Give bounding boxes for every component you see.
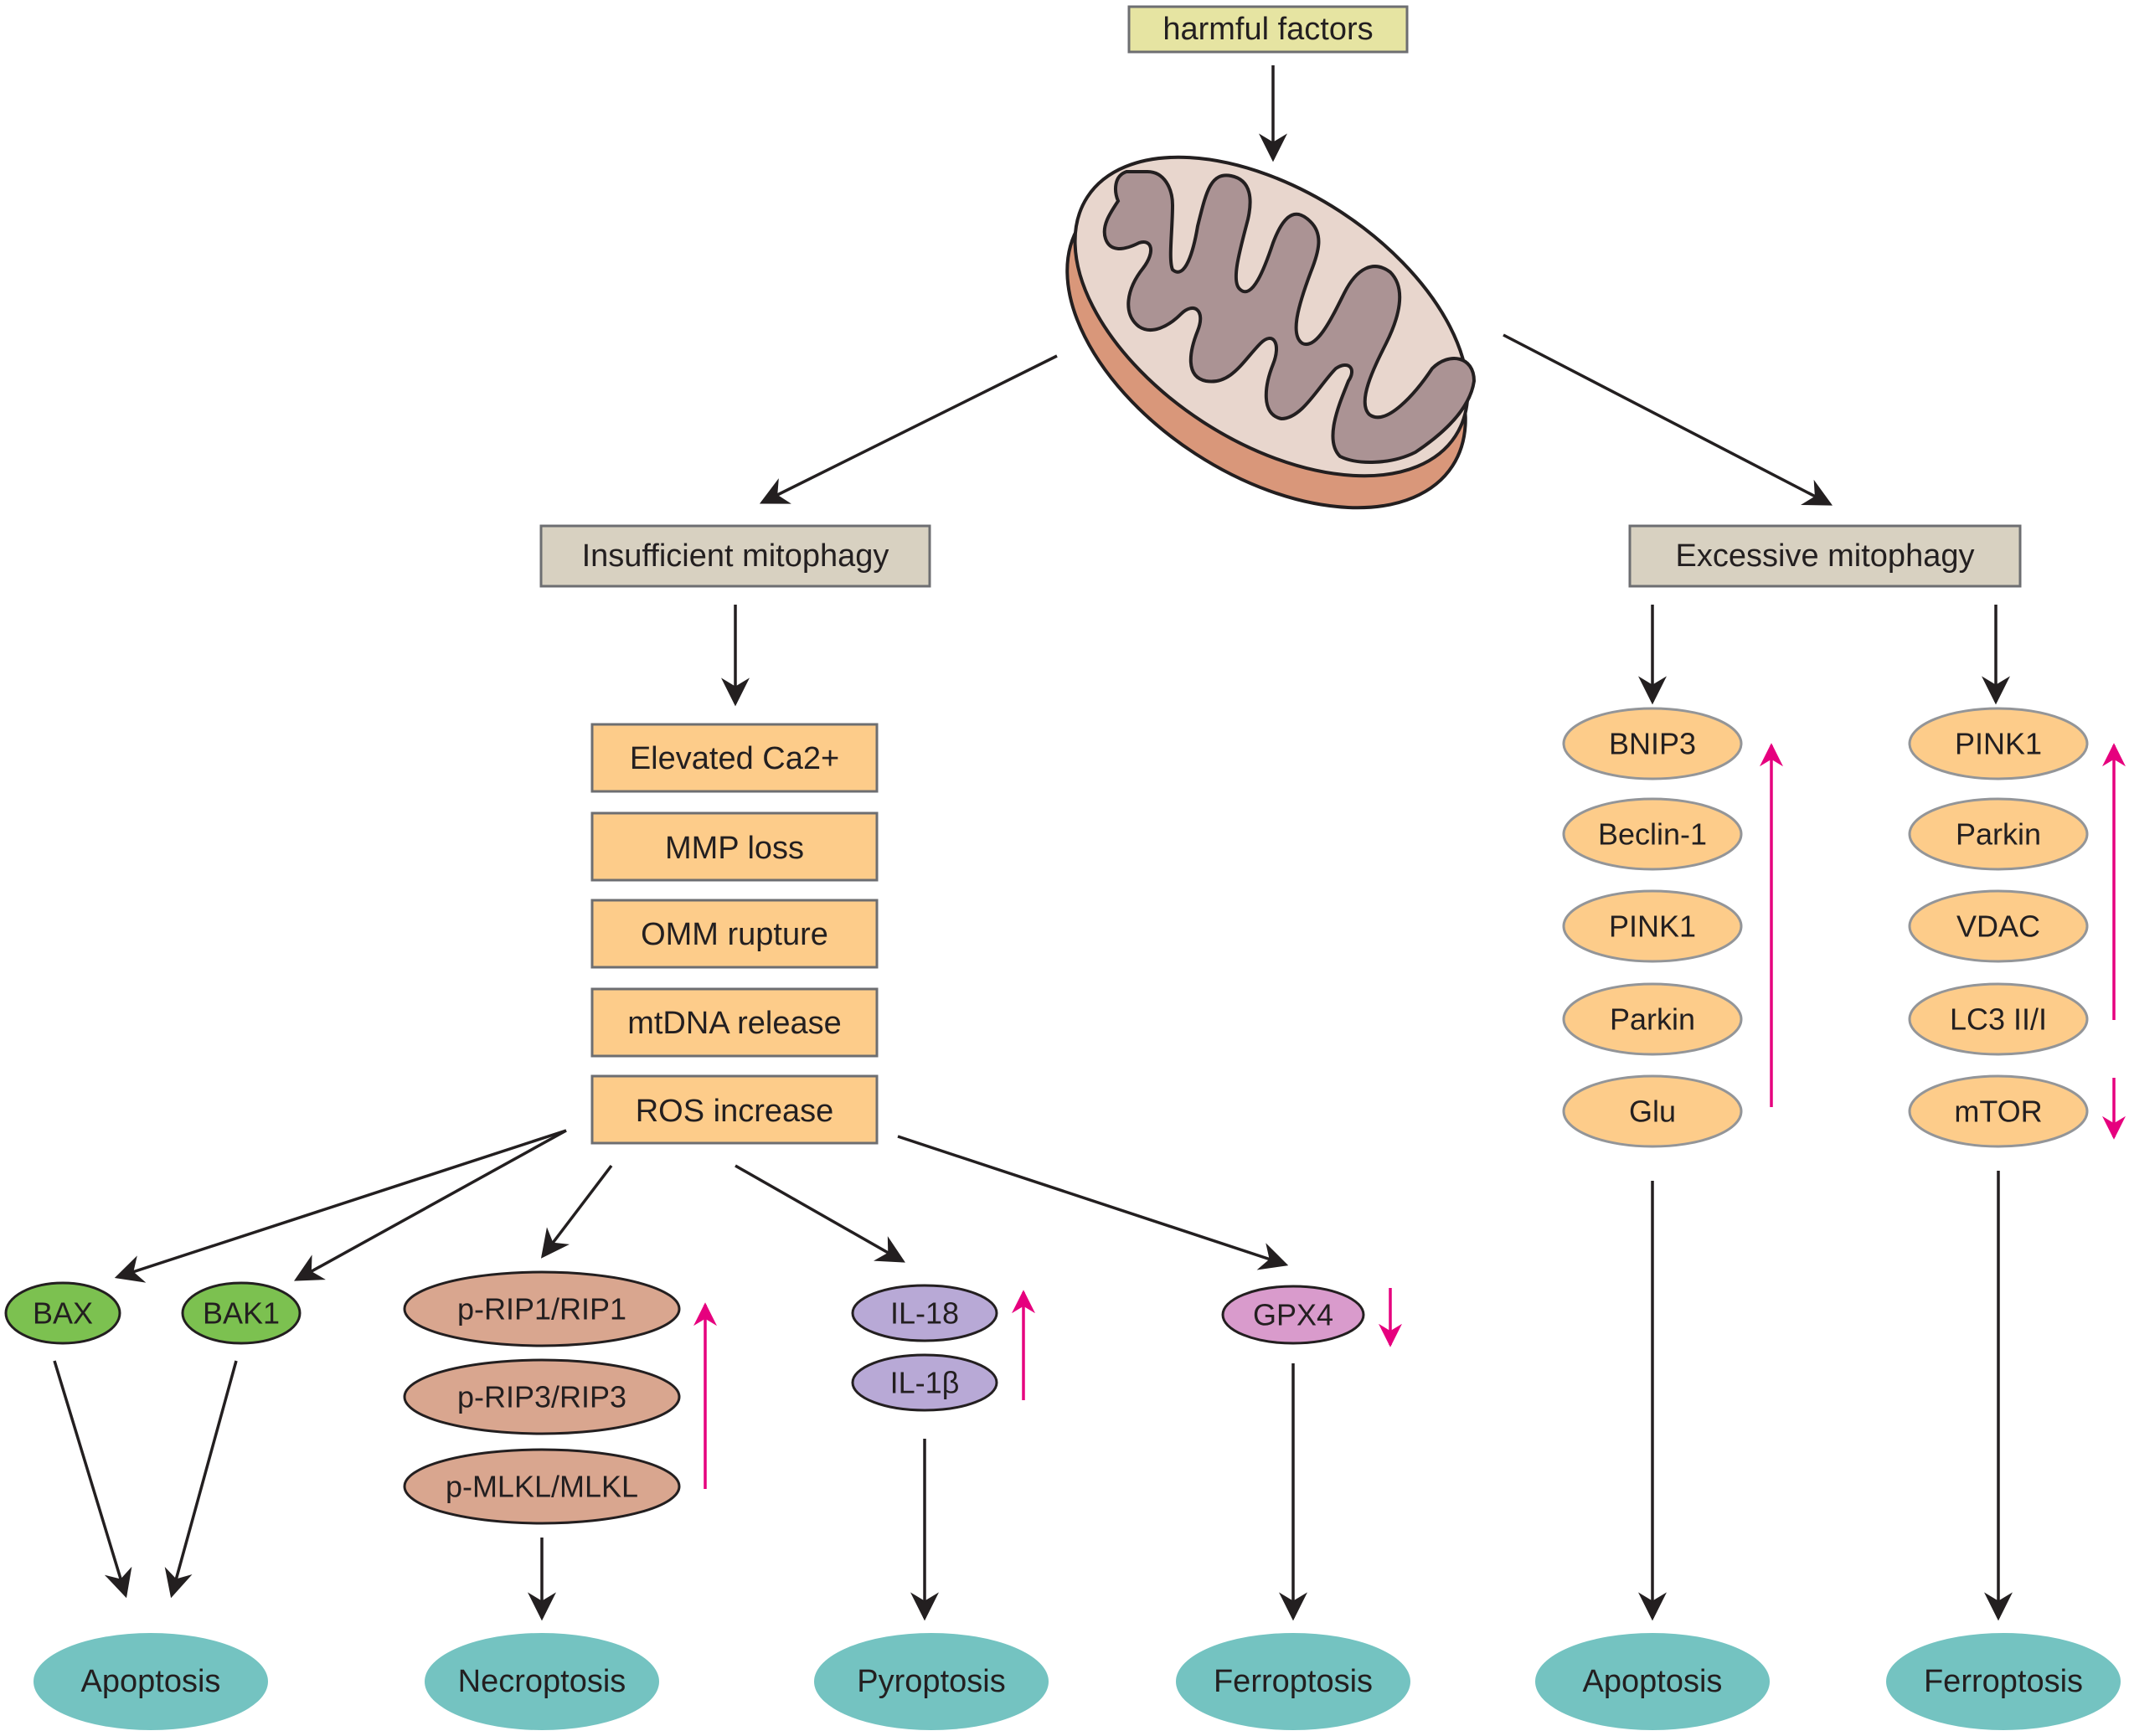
event-ros-increase: ROS increase [590,1074,879,1145]
outcome-necroptosis: Necroptosis [425,1633,659,1730]
il-1b-label: IL-1β [890,1366,960,1400]
p-mlkl-label: p-MLKL/MLKL [446,1470,638,1504]
event-label: MMP loss [665,831,804,866]
arrow-ros-to-bax [114,1129,567,1283]
parkin-right-label: Parkin [1956,817,2041,852]
outcome-label: Ferroptosis [1924,1664,2083,1699]
bnip3-label: BNIP3 [1609,727,1696,761]
arrow-mito-to-insufficient [759,354,1058,504]
event-omm-rupture: OMM rupture [590,899,879,969]
parkin-right-node: Parkin [1908,797,2089,871]
excessive-mitophagy-node: Excessive mitophagy [1628,524,2022,588]
pink1-right-label: PINK1 [1955,727,2042,761]
pink1-right-node: PINK1 [1908,707,2089,780]
gpx4-label: GPX4 [1253,1298,1333,1332]
arrow-ros-to-gpx4 [897,1135,1289,1270]
p-rip1-label: p-RIP1/RIP1 [457,1292,626,1326]
il-18-node: IL-18 [851,1284,998,1342]
harmful-factors-label: harmful factors [1162,12,1373,47]
event-label: OMM rupture [641,917,828,952]
event-label: Elevated Ca2+ [630,741,839,776]
pink1-left-node: PINK1 [1562,889,1743,963]
insufficient-mitophagy-label: Insufficient mitophagy [582,538,889,574]
outcome-label: Pyroptosis [857,1664,1005,1699]
event-mmp-loss: MMP loss [590,811,879,882]
mtor-node: mTOR [1908,1074,2089,1148]
pink1-left-label: PINK1 [1609,909,1696,944]
il-18-label: IL-18 [890,1296,959,1331]
beclin-1-node: Beclin-1 [1562,797,1743,871]
insufficient-mitophagy-node: Insufficient mitophagy [539,524,931,588]
il-1b-node: IL-1β [851,1353,998,1412]
bak1-node: BAK1 [181,1281,302,1345]
vdac-node: VDAC [1908,889,2089,963]
outcome-label: Necroptosis [458,1664,626,1699]
lc3-label: LC3 II/I [1950,1002,2047,1037]
arrow-ros-to-necroptosis-markers [540,1164,613,1259]
outcome-pyroptosis: Pyroptosis [814,1633,1049,1730]
event-elevated-ca: Elevated Ca2+ [590,723,879,793]
parkin-left-node: Parkin [1562,982,1743,1056]
outcome-apoptosis-left: Apoptosis [34,1633,268,1730]
p-rip3-label: p-RIP3/RIP3 [457,1380,626,1414]
p-rip1-node: p-RIP1/RIP1 [403,1270,681,1347]
event-label: ROS increase [636,1094,834,1129]
glu-node: Glu [1562,1074,1743,1148]
outcome-ferroptosis-middle: Ferroptosis [1176,1633,1410,1730]
arrow-ros-to-il [735,1164,905,1263]
excessive-mitophagy-label: Excessive mitophagy [1676,538,1975,574]
outcome-apoptosis-right: Apoptosis [1535,1633,1770,1730]
event-label: mtDNA release [627,1006,842,1041]
arrow-bak1-to-apoptosis [164,1360,238,1599]
glu-label: Glu [1629,1095,1676,1129]
bak1-label: BAK1 [203,1296,280,1331]
arrow-ros-to-bak1 [294,1129,567,1281]
arrow-mito-to-excessive [1503,333,1833,506]
harmful-factors-node: harmful factors [1127,5,1409,54]
bax-node: BAX [4,1281,121,1345]
arrow-bax-to-apoptosis [53,1360,132,1599]
lc3-node: LC3 II/I [1908,982,2089,1056]
mitochondrion-illustration [1065,155,1477,510]
outcome-label: Apoptosis [81,1664,221,1699]
parkin-left-label: Parkin [1610,1002,1695,1037]
bnip3-node: BNIP3 [1562,707,1743,780]
outcome-ferroptosis-right: Ferroptosis [1886,1633,2121,1730]
event-mtdna-release: mtDNA release [590,987,879,1058]
beclin-1-label: Beclin-1 [1598,817,1707,852]
p-rip3-node: p-RIP3/RIP3 [403,1358,681,1435]
bax-label: BAX [33,1296,93,1331]
p-mlkl-node: p-MLKL/MLKL [403,1448,681,1525]
vdac-label: VDAC [1956,909,2040,944]
mtor-label: mTOR [1954,1095,2042,1129]
outcome-label: Apoptosis [1583,1664,1723,1699]
gpx4-node: GPX4 [1221,1285,1365,1345]
outcome-label: Ferroptosis [1214,1664,1373,1699]
